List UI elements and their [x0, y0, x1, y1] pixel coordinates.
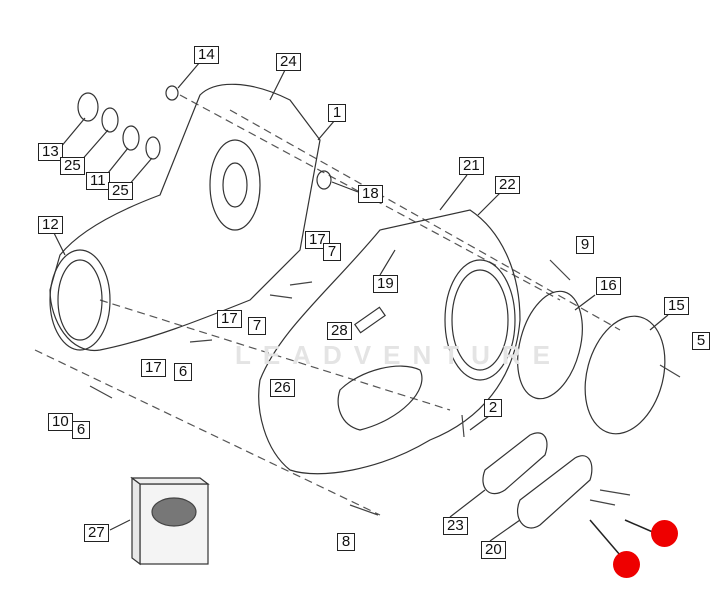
inspection-cover-20 [517, 455, 593, 529]
callout-28[interactable]: 28 [327, 322, 352, 340]
callout-6b[interactable]: 6 [72, 421, 90, 439]
inner-primary-housing [49, 83, 321, 352]
callout-17c[interactable]: 17 [141, 359, 166, 377]
callout-11[interactable]: 11 [86, 172, 110, 190]
callout-27[interactable]: 27 [84, 524, 109, 542]
gasket-23 [482, 432, 548, 495]
callout-16[interactable]: 16 [596, 277, 621, 295]
plug-14 [165, 85, 179, 101]
assembly-lines [34, 94, 621, 516]
bushing-18 [316, 170, 332, 190]
watermark: LEADVENTURE [235, 340, 563, 370]
callout-6[interactable]: 6 [174, 363, 192, 381]
callout-18[interactable]: 18 [358, 185, 383, 203]
seal-13 [77, 92, 99, 122]
callout-14[interactable]: 14 [194, 46, 219, 64]
callout-13[interactable]: 13 [38, 143, 63, 161]
leader-lines [53, 61, 669, 542]
callout-25[interactable]: 25 [60, 157, 85, 175]
outer-primary-cover [258, 209, 521, 475]
callout-5[interactable]: 5 [692, 332, 710, 350]
callout-20[interactable]: 20 [481, 541, 506, 559]
derby-cover-15 [584, 315, 666, 435]
callout-17b[interactable]: 17 [217, 310, 242, 328]
callout-9[interactable]: 9 [576, 236, 594, 254]
callout-1[interactable]: 1 [328, 104, 346, 122]
ring-25b [145, 136, 161, 160]
callout-24[interactable]: 24 [276, 53, 301, 71]
callout-19[interactable]: 19 [373, 275, 398, 293]
callout-22[interactable]: 22 [495, 176, 520, 194]
ring-25 [101, 107, 119, 133]
callout-10[interactable]: 10 [48, 413, 73, 431]
bolts [89, 259, 681, 516]
callout-7[interactable]: 7 [323, 243, 341, 261]
callout-23[interactable]: 23 [443, 517, 468, 535]
kit-box-27 [130, 476, 210, 566]
gasket-16 [517, 290, 583, 400]
hotspot-marker[interactable] [651, 520, 678, 547]
callout-7b[interactable]: 7 [248, 317, 266, 335]
callout-2[interactable]: 2 [484, 399, 502, 417]
callout-12[interactable]: 12 [38, 216, 63, 234]
callout-21[interactable]: 21 [459, 157, 484, 175]
callout-8[interactable]: 8 [337, 533, 355, 551]
callout-26[interactable]: 26 [270, 379, 295, 397]
callout-25b[interactable]: 25 [108, 182, 133, 200]
bearing-11 [122, 125, 140, 151]
callout-15[interactable]: 15 [664, 297, 689, 315]
hotspot-marker[interactable] [613, 551, 640, 578]
